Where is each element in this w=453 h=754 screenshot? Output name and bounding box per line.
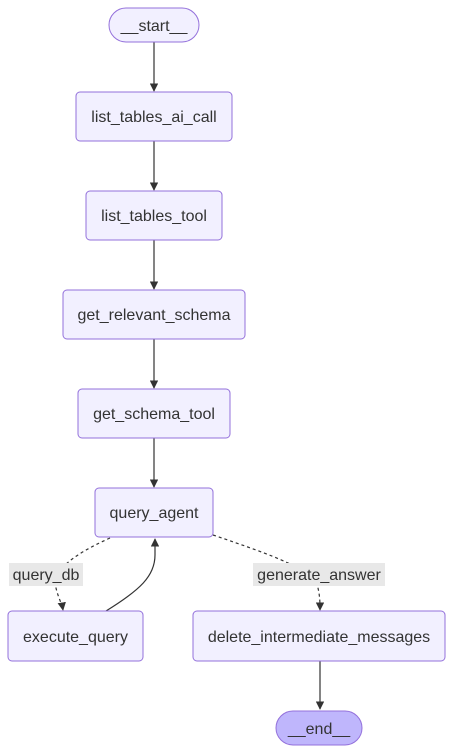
node-list-tables-ai-call-label: list_tables_ai_call (91, 109, 216, 126)
node-start[interactable]: __start__ (108, 7, 200, 43)
edge-execute-query-to-query-agent (105, 538, 160, 612)
node-get-schema-tool-label: get_schema_tool (93, 406, 215, 423)
node-list-tables-tool-label: list_tables_tool (101, 208, 207, 225)
node-list-tables-tool[interactable]: list_tables_tool (85, 190, 223, 241)
node-end-label: __end__ (287, 721, 351, 738)
node-query-agent[interactable]: query_agent (94, 487, 214, 538)
node-list-tables-ai-call[interactable]: list_tables_ai_call (75, 91, 233, 142)
node-get-schema-tool[interactable]: get_schema_tool (77, 388, 231, 439)
edges (54, 42, 325, 710)
node-get-relevant-schema-label: get_relevant_schema (78, 307, 231, 324)
node-get-relevant-schema[interactable]: get_relevant_schema (62, 289, 246, 340)
edge-label-query-db: query_db (9, 563, 83, 586)
node-execute-query-label: execute_query (23, 629, 128, 646)
node-query-agent-label: query_agent (110, 505, 200, 522)
node-end[interactable]: __end__ (275, 710, 363, 746)
node-delete-intermediate-messages-label: delete_intermediate_messages (208, 629, 430, 646)
edge-label-generate-answer: generate_answer (253, 563, 385, 586)
edge-label-query-db-text: query_db (13, 567, 80, 584)
node-execute-query[interactable]: execute_query (7, 610, 144, 662)
edge-label-generate-answer-text: generate_answer (257, 567, 381, 584)
edge-query-agent-to-execute-query (54, 537, 111, 611)
node-start-label: __start__ (120, 18, 189, 35)
node-delete-intermediate-messages[interactable]: delete_intermediate_messages (192, 610, 446, 662)
